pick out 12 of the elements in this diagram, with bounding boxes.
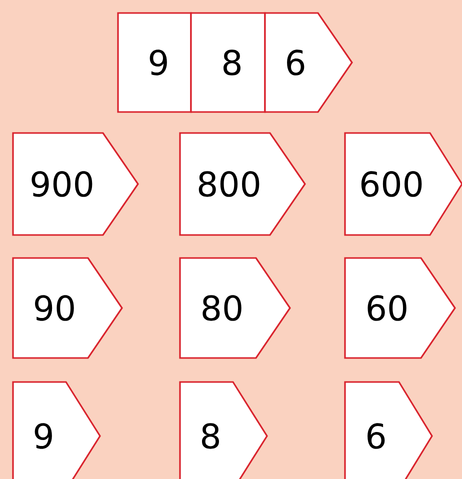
arrow-card: 900 (12, 132, 139, 236)
arrow-card: 600 (344, 132, 462, 236)
arrow-card: 9 (117, 12, 192, 113)
arrow-card: 6 (264, 12, 353, 113)
arrow-card: 8 (179, 381, 268, 479)
arrow-card: 800 (179, 132, 306, 236)
arrow-card: 9 (12, 381, 101, 479)
arrow-card: 80 (179, 257, 291, 359)
arrow-card: 6 (344, 381, 433, 479)
arrow-card: 60 (344, 257, 456, 359)
arrow-card: 8 (190, 12, 266, 113)
arrow-card: 90 (12, 257, 123, 359)
